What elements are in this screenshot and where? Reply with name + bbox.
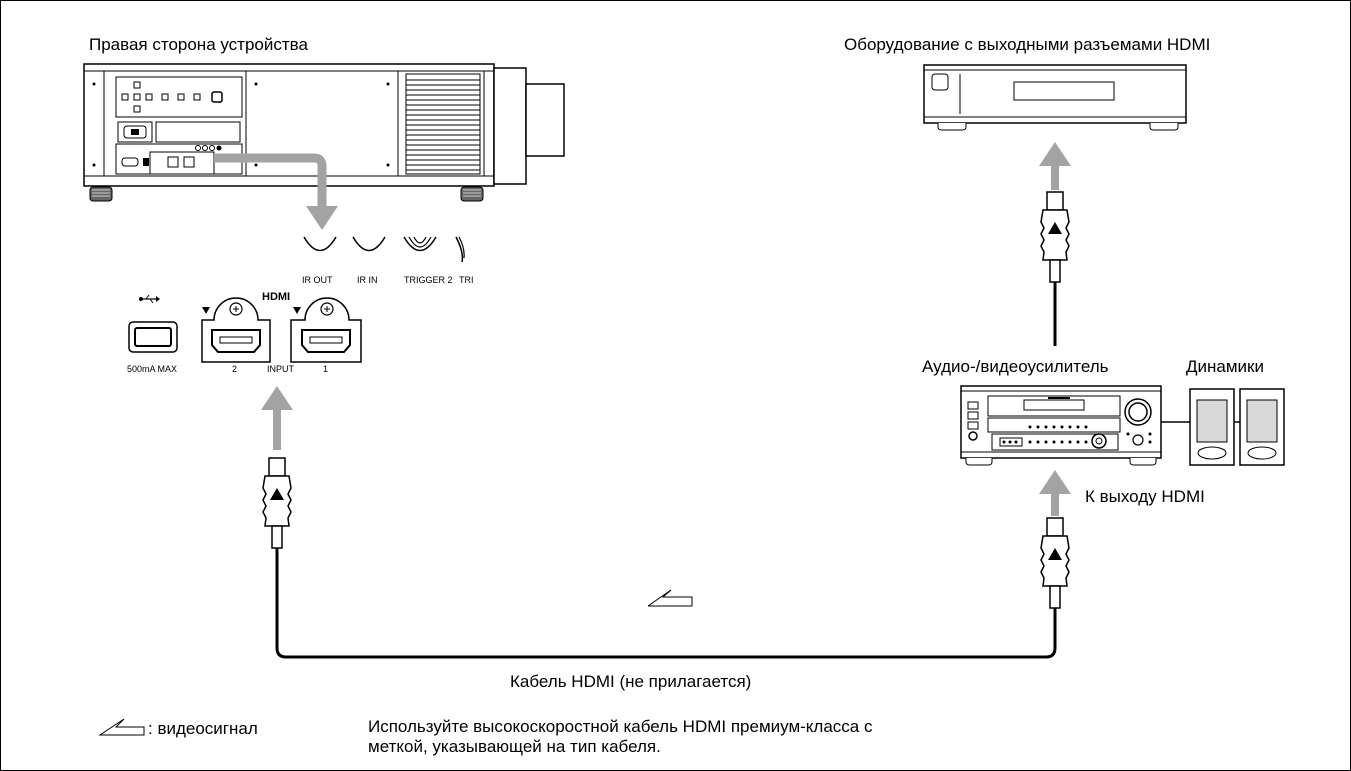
cable-note: Используйте высокоскоростной кабель HDMI… <box>368 717 1008 757</box>
usb-icon <box>139 294 160 304</box>
main-hdmi-cable <box>275 548 1057 659</box>
projector-input-up-arrow <box>261 386 293 450</box>
signal-direction-icon <box>648 589 693 607</box>
to-hdmi-output-label: К выходу HDMI <box>1085 487 1205 506</box>
input-panel: 500mA MAX HDMI 2 INPUT 1 <box>127 291 362 374</box>
amplifier-up-arrow <box>1039 470 1071 516</box>
av-amplifier-label: Аудио-/видеоусилитель <box>922 357 1109 376</box>
ir-in-label: IR IN <box>357 275 378 285</box>
cable-note-line-1: Используйте высокоскоростной кабель HDMI… <box>368 717 873 736</box>
hdmi-input-2 <box>201 297 271 363</box>
projector <box>83 63 565 202</box>
hdmi-source-label: Оборудование с выходными разъемами HDMI <box>844 35 1211 54</box>
trigger-partial-label: TRI <box>459 275 474 285</box>
hdmi-input-1 <box>290 297 362 363</box>
speaker-left <box>1189 388 1235 466</box>
input1-number: 1 <box>323 364 328 374</box>
cable-note-line-2: меткой, указывающей на тип кабеля. <box>368 737 661 756</box>
speakers-label: Динамики <box>1186 357 1264 376</box>
amplifier-hdmi-plug <box>1040 517 1070 609</box>
hdmi-logo: HDMI <box>262 291 290 303</box>
input2-number: 2 <box>232 364 237 374</box>
control-jacks: IR OUT IR IN TRIGGER 2 TRI <box>302 236 474 285</box>
video-signal-legend-label: : видеосигнал <box>148 719 258 738</box>
speaker-right <box>1239 388 1285 466</box>
source-hdmi-plug <box>1040 191 1070 283</box>
av-amplifier <box>960 385 1162 466</box>
video-signal-legend-icon <box>98 718 145 736</box>
hdmi-cable-label: Кабель HDMI (не прилагается) <box>510 672 752 691</box>
ir-out-label: IR OUT <box>302 275 333 285</box>
panel-zoom-arrow <box>214 153 338 230</box>
projector-hdmi-plug <box>262 457 292 549</box>
trigger2-label: TRIGGER 2 <box>404 275 453 285</box>
projector-side-label: Правая сторона устройства <box>89 35 308 54</box>
source-up-arrow <box>1039 142 1071 190</box>
hdmi-source-device <box>923 64 1187 131</box>
input-label: INPUT <box>267 364 295 374</box>
usb-rating-label: 500mA MAX <box>127 364 177 374</box>
